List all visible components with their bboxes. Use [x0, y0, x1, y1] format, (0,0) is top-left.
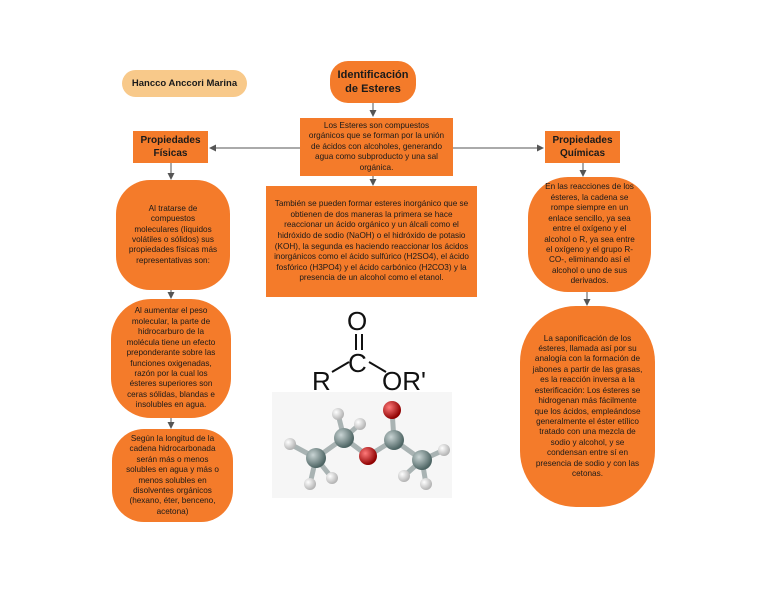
hydrogen-atom: [326, 472, 338, 484]
author-label: Hancco Anccori Marina: [122, 70, 247, 97]
carbon-atom: [384, 430, 404, 450]
oxygen-atom: [359, 447, 377, 465]
carbon-atom: [306, 448, 326, 468]
hydrogen-atom: [420, 478, 432, 490]
definition-box: Los Esteres son compuestos orgánicos que…: [300, 118, 453, 176]
inorganic-esters-box: También se pueden formar esteres inorgán…: [266, 186, 477, 297]
ester-structural-formula: O C R OR': [312, 306, 426, 395]
oxygen-atom: [383, 401, 401, 419]
physical-properties-heading: Propiedades Físicas: [133, 131, 208, 163]
hydrogen-atom: [354, 418, 366, 430]
chemical-properties-heading: Propiedades Químicas: [545, 131, 620, 163]
physical-property-molecular-weight: Al aumentar el peso molecular, la parte …: [111, 299, 231, 418]
carbon-atom: [412, 450, 432, 470]
hydrogen-atom: [304, 478, 316, 490]
physical-property-intro: Al tratarse de compuestos moleculares (l…: [116, 180, 230, 290]
physical-property-solubility: Según la longitud de la cadena hidrocarb…: [112, 429, 233, 522]
diagram-title: Identificación de Esteres: [330, 61, 416, 103]
chemical-property-bond-cleavage: En las reacciones de los ésteres, la cad…: [528, 177, 651, 292]
formula-or-group: OR': [382, 366, 426, 395]
formula-oxygen: O: [347, 306, 367, 336]
formula-r-group: R: [312, 366, 331, 395]
formula-carbon: C: [348, 348, 367, 378]
carbon-atom: [334, 428, 354, 448]
hydrogen-atom: [284, 438, 296, 450]
hydrogen-atom: [438, 444, 450, 456]
ester-molecule-model: [272, 392, 452, 498]
hydrogen-atom: [398, 470, 410, 482]
chemical-property-saponification: La saponificación de los ésteres, llamad…: [520, 306, 655, 507]
hydrogen-atom: [332, 408, 344, 420]
